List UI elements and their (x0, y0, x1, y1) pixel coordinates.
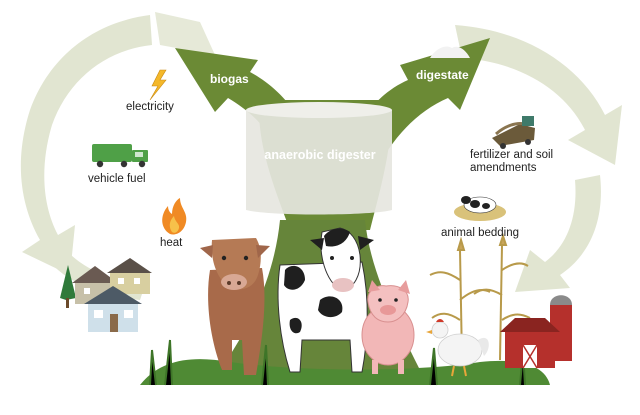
heat-label: heat (160, 237, 183, 249)
grass-ground (140, 339, 550, 386)
truck-icon (92, 144, 148, 168)
digester-label: anaerobic digester (264, 148, 376, 162)
digestate-label: digestate (416, 68, 469, 82)
barn-and-silo (500, 295, 572, 369)
heat-flame-icon (162, 198, 187, 235)
digestate-pile-icon (430, 46, 470, 58)
vehicle-fuel-label: vehicle fuel (88, 173, 146, 185)
biogas-label: biogas (210, 72, 249, 86)
biogas-flame-icon (218, 32, 235, 55)
pig-illustration (361, 280, 415, 374)
animal-bedding-label: animal bedding (441, 227, 520, 239)
fertilizer-label-line1: fertilizer and soil (470, 149, 554, 161)
electricity-label: electricity (126, 101, 174, 113)
fertilizer-label: fertilizer and soil amendments (470, 149, 553, 175)
digester-tank (246, 102, 392, 215)
holstein-cow-illustration (277, 227, 374, 373)
houses-illustration (60, 258, 152, 332)
cow-bedding-icon (454, 196, 506, 221)
spreader-icon (492, 116, 535, 149)
chicken-illustration (426, 319, 489, 377)
right-cycle-arrow (455, 25, 622, 292)
fertilizer-label-line2: amendments (470, 162, 537, 174)
lightning-icon (149, 69, 167, 101)
brown-cow-illustration (200, 238, 270, 375)
